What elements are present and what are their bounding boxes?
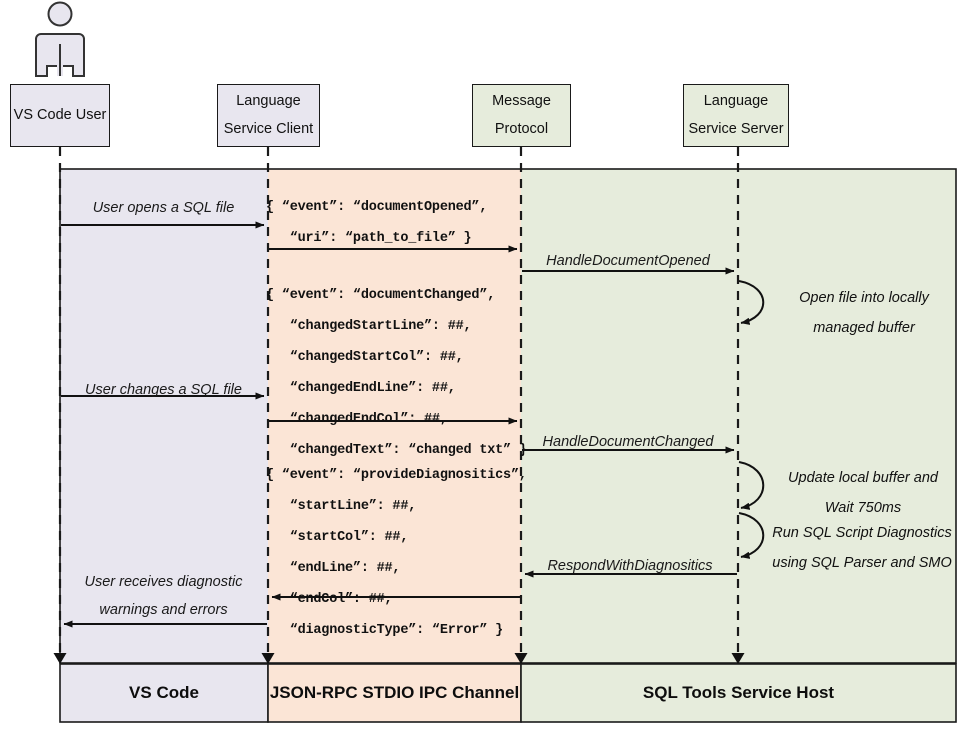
actor-box-language-service-server[interactable]: Language Service Server xyxy=(683,84,789,147)
note-open-file-into-buffer: Open file into locally managed buffer xyxy=(772,290,956,336)
footer-bands xyxy=(59,663,957,723)
message-label-respond-with-diagnositics: RespondWithDiagnositics xyxy=(547,558,713,574)
lifeline-terminators xyxy=(53,653,745,664)
json-line: “uri”: “path_to_file” } xyxy=(266,231,472,246)
actor-label-line1: Message xyxy=(492,92,551,109)
actor-label-line1: VS Code User xyxy=(13,106,107,123)
actor-figure-vs-code-user xyxy=(35,1,85,77)
band-vscode xyxy=(60,169,268,663)
actor-box-language-service-client[interactable]: Language Service Client xyxy=(217,84,320,147)
note-line2: managed buffer xyxy=(813,320,915,336)
json-line: { “event”: “provideDiagnositics”, xyxy=(266,468,527,483)
json-line: “diagnosticType”: “Error” } xyxy=(266,623,504,638)
footer-label-sql-tools-service-host: SQL Tools Service Host xyxy=(642,683,835,702)
json-line: “startLine”: ##, xyxy=(266,499,417,514)
note-line2: Wait 750ms xyxy=(824,500,902,516)
note-line1: Open file into locally xyxy=(799,290,929,306)
arrow-self-update-buffer xyxy=(738,461,765,510)
arrow-self-open-file xyxy=(738,280,765,325)
json-line: { “event”: “documentOpened”, xyxy=(266,200,488,215)
json-block-document-changed: { “event”: “documentChanged”, “changedSt… xyxy=(266,288,527,458)
message-label-handle-document-opened: HandleDocumentOpened xyxy=(546,253,710,269)
json-line: “endLine”: ##, xyxy=(266,561,401,576)
actor-label-line1: Language xyxy=(236,92,301,109)
footer-label-vs-code: VS Code xyxy=(129,683,199,702)
json-block-document-opened: { “event”: “documentOpened”, “uri”: “pat… xyxy=(266,200,487,246)
actor-label-line1: Language xyxy=(703,92,769,109)
note-line2: using SQL Parser and SMO xyxy=(772,555,952,571)
actor-label-line2: Protocol xyxy=(494,120,549,137)
message-label-user-receives-diagnostics-line1: User receives diagnostic xyxy=(84,574,243,590)
footer-label-ipc-channel: JSON-RPC STDIO IPC Channel xyxy=(269,683,520,702)
message-label-user-receives-diagnostics-line2: warnings and errors xyxy=(99,602,228,618)
message-label-handle-document-changed: HandleDocumentChanged xyxy=(542,434,714,450)
footer-band-vs-code xyxy=(59,663,269,723)
note-line1: Update local buffer and xyxy=(788,470,938,486)
json-line: { “event”: “documentChanged”, xyxy=(266,288,496,303)
lifelines xyxy=(58,147,740,661)
actor-box-vs-code-user[interactable]: VS Code User xyxy=(10,84,110,147)
json-line: “changedEndLine”: ##, xyxy=(266,381,456,396)
actor-box-message-protocol[interactable]: Message Protocol xyxy=(472,84,571,147)
actor-label-line2: Service Client xyxy=(223,120,314,137)
message-arrows xyxy=(61,221,765,628)
json-line: “changedStartLine”: ##, xyxy=(266,319,472,334)
note-update-local-buffer: Update local buffer and Wait 750ms xyxy=(768,470,958,516)
lifeline-bands xyxy=(59,168,957,664)
footer-band-host xyxy=(520,663,957,723)
json-line: “changedText”: “changed txt” } xyxy=(266,443,527,458)
message-label-user-opens-sql-file: User opens a SQL file xyxy=(92,200,235,216)
note-line1: Run SQL Script Diagnostics xyxy=(772,525,952,541)
actor-label-line2: Service Server xyxy=(688,120,784,137)
json-line: “endCol”: ##, xyxy=(266,592,393,607)
json-line: “changedStartCol”: ##, xyxy=(266,350,464,365)
band-ipc xyxy=(268,169,521,663)
json-block-provide-diagnositics: { “event”: “provideDiagnositics”, “start… xyxy=(266,468,527,638)
band-outline xyxy=(59,168,957,664)
note-run-sql-script-diagnostics: Run SQL Script Diagnostics using SQL Par… xyxy=(764,525,960,571)
json-line: “startCol”: ##, xyxy=(266,530,409,545)
json-line: “changedEndCol”: ##, xyxy=(266,412,448,427)
footer-band-ipc xyxy=(267,663,522,723)
message-label-user-changes-sql-file: User changes a SQL file xyxy=(85,382,242,398)
arrow-self-run-diagnostics xyxy=(738,512,765,559)
